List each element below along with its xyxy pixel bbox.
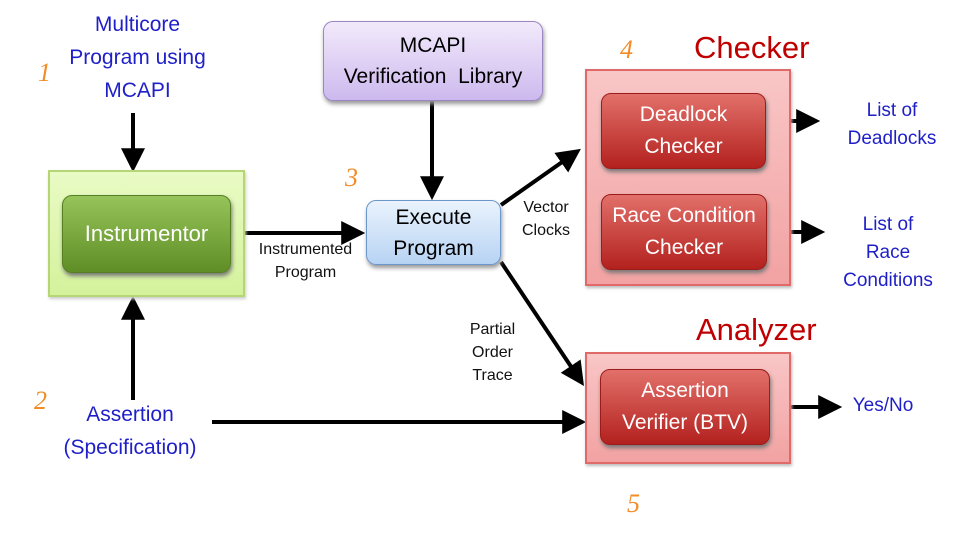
analyzer-title: Analyzer [696,312,817,347]
execute-program-box: Execute Program [366,200,501,265]
vector-clocks-label: Vector Clocks [521,199,570,239]
step-number-2: 2 [34,386,47,415]
instrumentor-box: Instrumentor [62,195,231,273]
yes-no-output: Yes/No [852,395,914,416]
list-of-race-conditions-output: List of Race Conditions [843,214,933,291]
arrow-execute-to-analyzer [499,260,585,386]
arrow-execute-to-checker [499,148,581,207]
race-condition-checker-box: Race Condition Checker [601,194,767,270]
input-program-label: Multicore Program using MCAPI [69,13,206,102]
step-number-5: 5 [627,489,640,518]
step-number-4: 4 [620,35,633,64]
instrumented-program-label: Instrumented Program [258,241,353,281]
checker-title: Checker [694,30,810,65]
step-number-3: 3 [345,163,358,192]
list-of-deadlocks-output: List of Deadlocks [847,100,937,149]
partial-order-trace-label: Partial Order Trace [469,321,516,384]
assertion-verifier-box: Assertion Verifier (BTV) [600,369,770,445]
deadlock-checker-box: Deadlock Checker [601,93,766,169]
assertion-specification-label: Assertion (Specification) [63,403,197,459]
mcapi-verification-library-box: MCAPI Verification Library [323,21,543,101]
step-number-1: 1 [38,58,51,87]
